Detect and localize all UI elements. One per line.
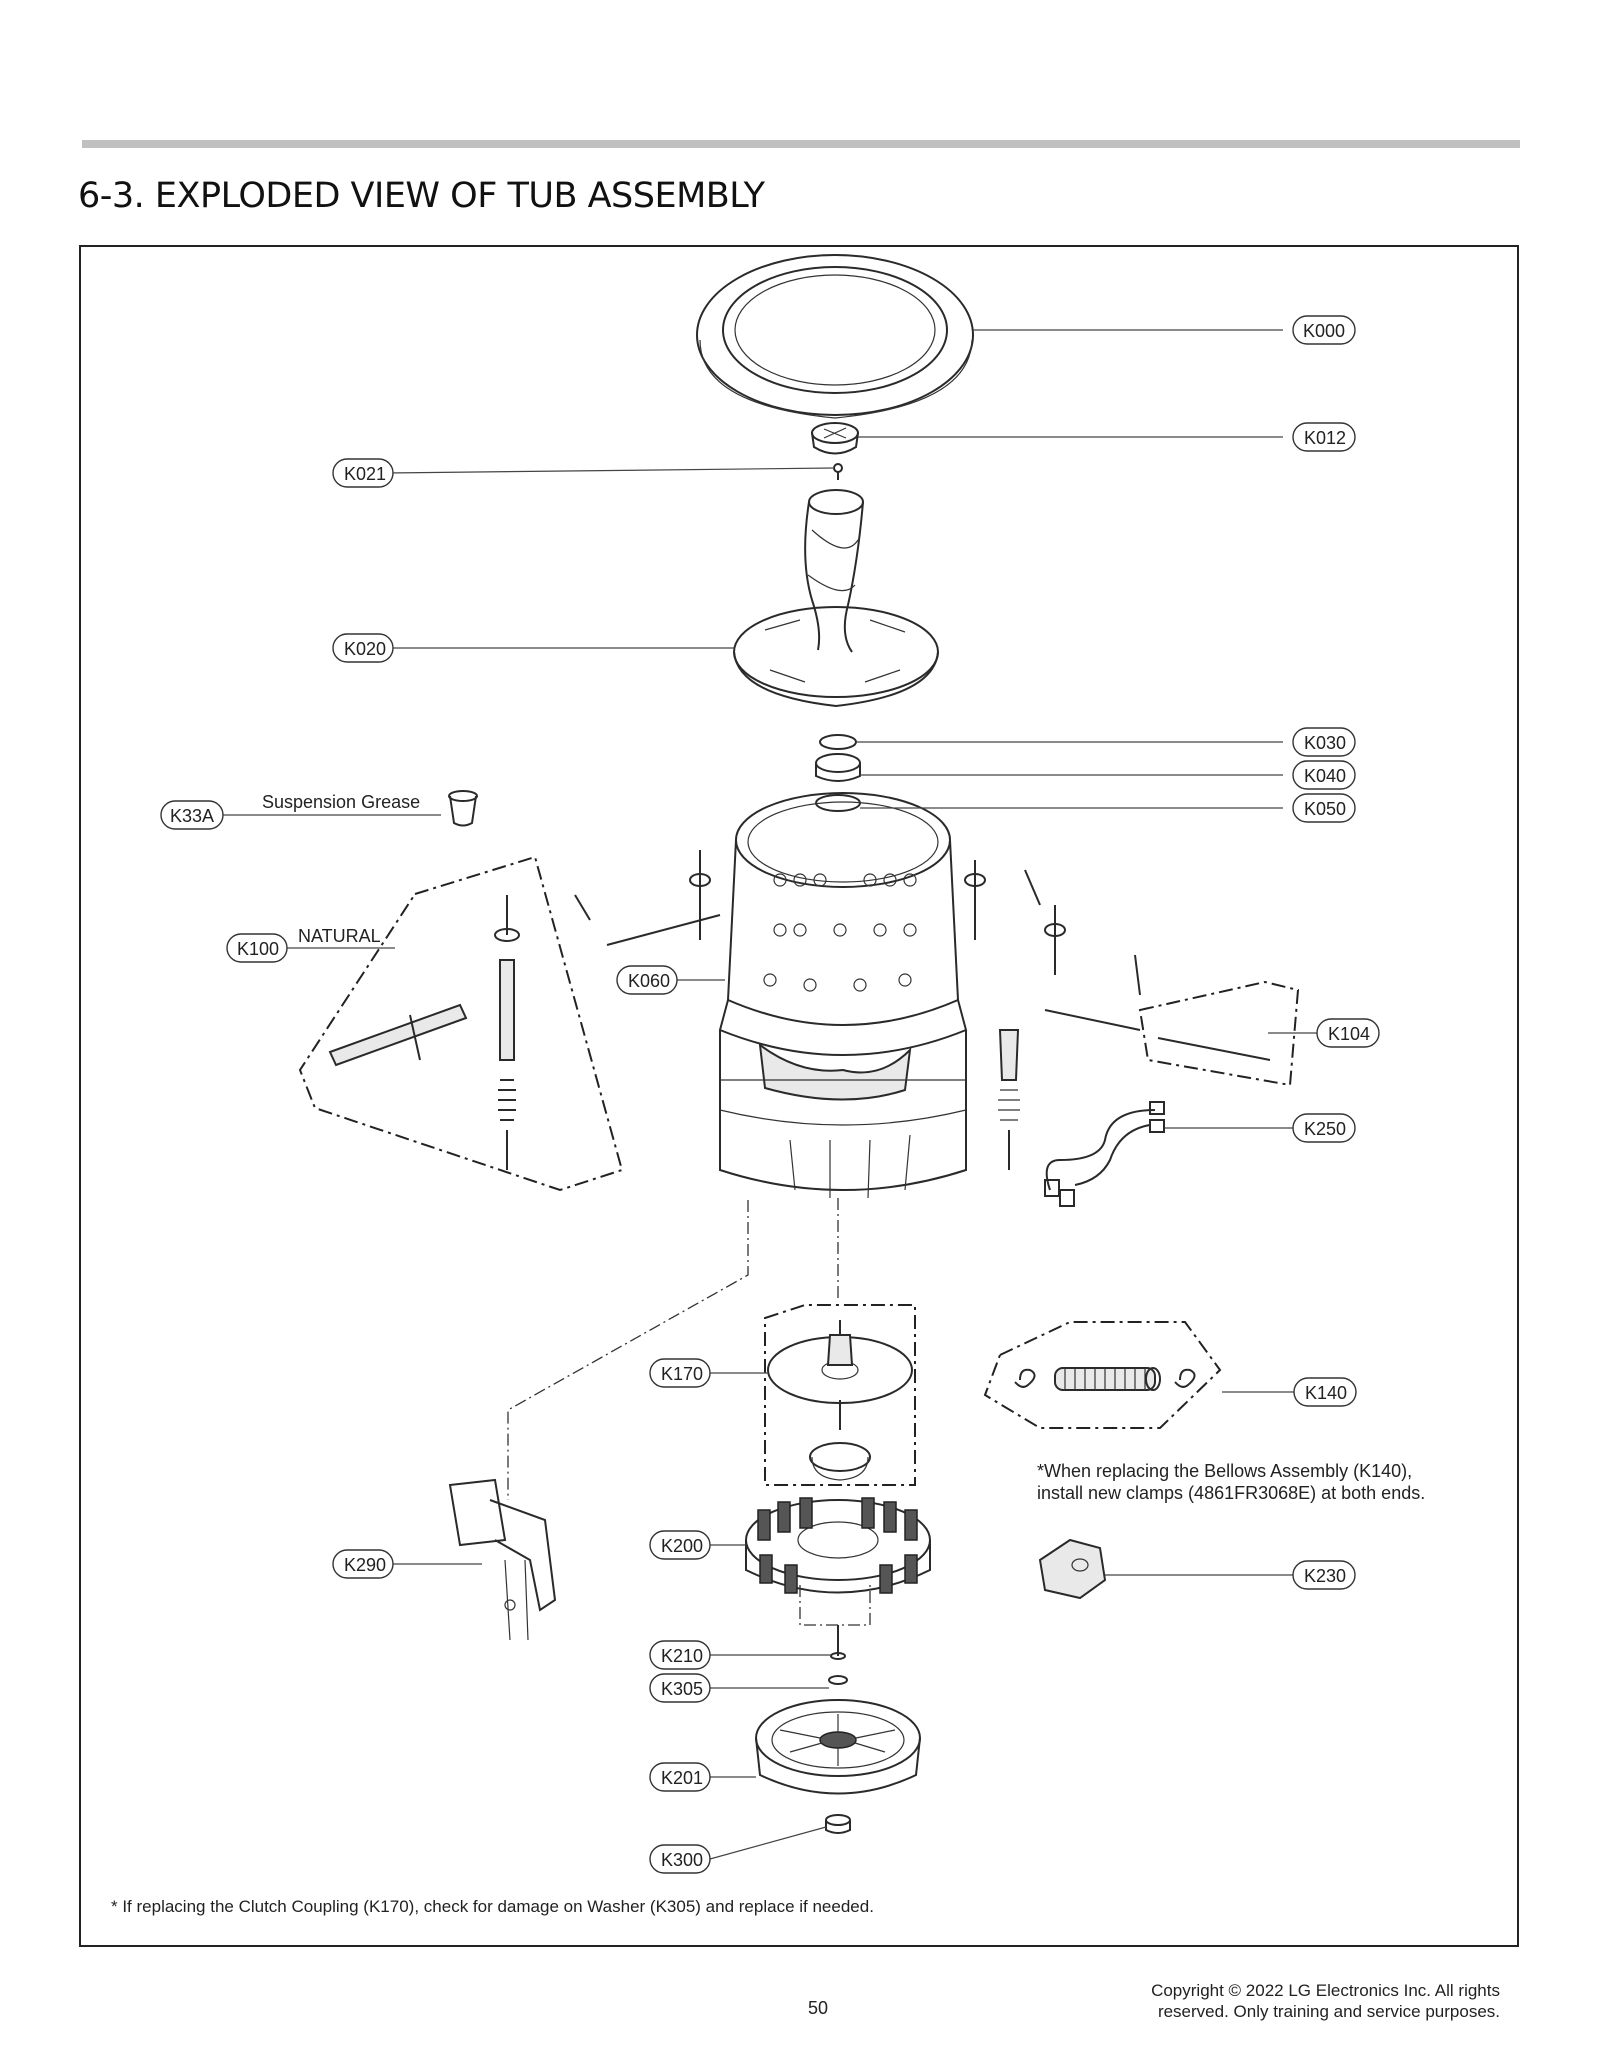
- svg-text:K210: K210: [661, 1646, 703, 1666]
- suspension-rod-left: [606, 850, 721, 946]
- callout-k000: K000: [1292, 315, 1356, 345]
- screw-part: [833, 463, 843, 480]
- callout-k012: K012: [1292, 422, 1356, 452]
- suspension-grease-label: Suspension Grease: [262, 792, 420, 812]
- footnote: * If replacing the Clutch Coupling (K170…: [111, 1897, 874, 1916]
- page-number: 50: [808, 1998, 829, 2018]
- svg-text:K050: K050: [1304, 799, 1346, 819]
- callout-k290: K290: [332, 1549, 394, 1579]
- svg-text:K170: K170: [661, 1364, 703, 1384]
- svg-text:K300: K300: [661, 1850, 703, 1870]
- svg-text:K030: K030: [1304, 733, 1346, 753]
- tub-drum-part: [718, 792, 968, 1199]
- copyright-line-2: reserved. Only training and service purp…: [1157, 2002, 1500, 2021]
- svg-text:K000: K000: [1303, 321, 1345, 341]
- callout-k300: K300: [649, 1844, 711, 1874]
- callout-k060: K060: [616, 965, 678, 995]
- svg-text:K040: K040: [1304, 766, 1346, 786]
- svg-text:K305: K305: [661, 1679, 703, 1699]
- svg-text:K104: K104: [1328, 1024, 1370, 1044]
- callout-k201: K201: [649, 1762, 711, 1792]
- callout-k140: K140: [1293, 1377, 1357, 1407]
- bellows-note-line2: install new clamps (4861FR3068E) at both…: [1037, 1483, 1425, 1503]
- bracket-part: [448, 1478, 557, 1641]
- bolt-part: [830, 1625, 846, 1660]
- nut-k300-part: [825, 1814, 851, 1834]
- svg-text:K201: K201: [661, 1768, 703, 1788]
- callout-k021: K021: [332, 458, 394, 488]
- cap-part: [811, 422, 859, 455]
- suspension-right-group: [964, 860, 1300, 1170]
- svg-text:K290: K290: [344, 1555, 386, 1575]
- callout-k100: K100: [226, 933, 288, 963]
- callout-k170: K170: [649, 1358, 711, 1388]
- callout-k104: K104: [1316, 1018, 1380, 1048]
- svg-text:K33A: K33A: [170, 806, 214, 826]
- bellows-part: [983, 1321, 1222, 1429]
- svg-text:K020: K020: [344, 639, 386, 659]
- callout-k210: K210: [649, 1640, 711, 1670]
- hall-sensor-part: [1038, 1538, 1107, 1600]
- grease-cup-part: [448, 790, 478, 827]
- callout-k050: K050: [1292, 793, 1356, 823]
- copyright-line-1: Copyright © 2022 LG Electronics Inc. All…: [1151, 1981, 1500, 2000]
- rotor-part: [755, 1699, 921, 1795]
- svg-text:K140: K140: [1305, 1383, 1347, 1403]
- nut-part: [815, 753, 861, 782]
- tub-cover-part: [696, 254, 974, 419]
- svg-text:K060: K060: [628, 971, 670, 991]
- svg-text:K250: K250: [1304, 1119, 1346, 1139]
- diagram-frame: [79, 245, 1519, 1947]
- clutch-part: [764, 1304, 916, 1486]
- svg-text:K100: K100: [237, 939, 279, 959]
- svg-text:K012: K012: [1304, 428, 1346, 448]
- callout-k030: K030: [1292, 727, 1356, 757]
- callout-k305: K305: [649, 1673, 711, 1703]
- natural-label: NATURAL: [298, 926, 381, 946]
- washer-part: [819, 734, 857, 750]
- top-rule: [82, 140, 1520, 148]
- copyright: Copyright © 2022 LG Electronics Inc. All…: [1040, 1980, 1500, 2022]
- callout-k040: K040: [1292, 760, 1356, 790]
- page-title: 6-3. EXPLODED VIEW OF TUB ASSEMBLY: [78, 176, 765, 216]
- pulsator-part: [733, 489, 939, 708]
- callout-k020: K020: [332, 633, 394, 663]
- callout-k33a: K33A: [160, 800, 224, 830]
- callout-k200: K200: [649, 1530, 711, 1560]
- suspension-left-group: [298, 855, 624, 1192]
- stator-part: [745, 1497, 931, 1626]
- callout-k230: K230: [1292, 1560, 1356, 1590]
- svg-text:K230: K230: [1304, 1566, 1346, 1586]
- callout-k250: K250: [1292, 1113, 1356, 1143]
- wire-harness-part: [1044, 1101, 1165, 1207]
- washer-k305-part: [828, 1675, 848, 1685]
- svg-text:K200: K200: [661, 1536, 703, 1556]
- chain-line-left: [507, 1200, 749, 1500]
- svg-text:K021: K021: [344, 464, 386, 484]
- leader-lines: [223, 329, 1317, 1860]
- bellows-note-line1: *When replacing the Bellows Assembly (K1…: [1037, 1461, 1412, 1481]
